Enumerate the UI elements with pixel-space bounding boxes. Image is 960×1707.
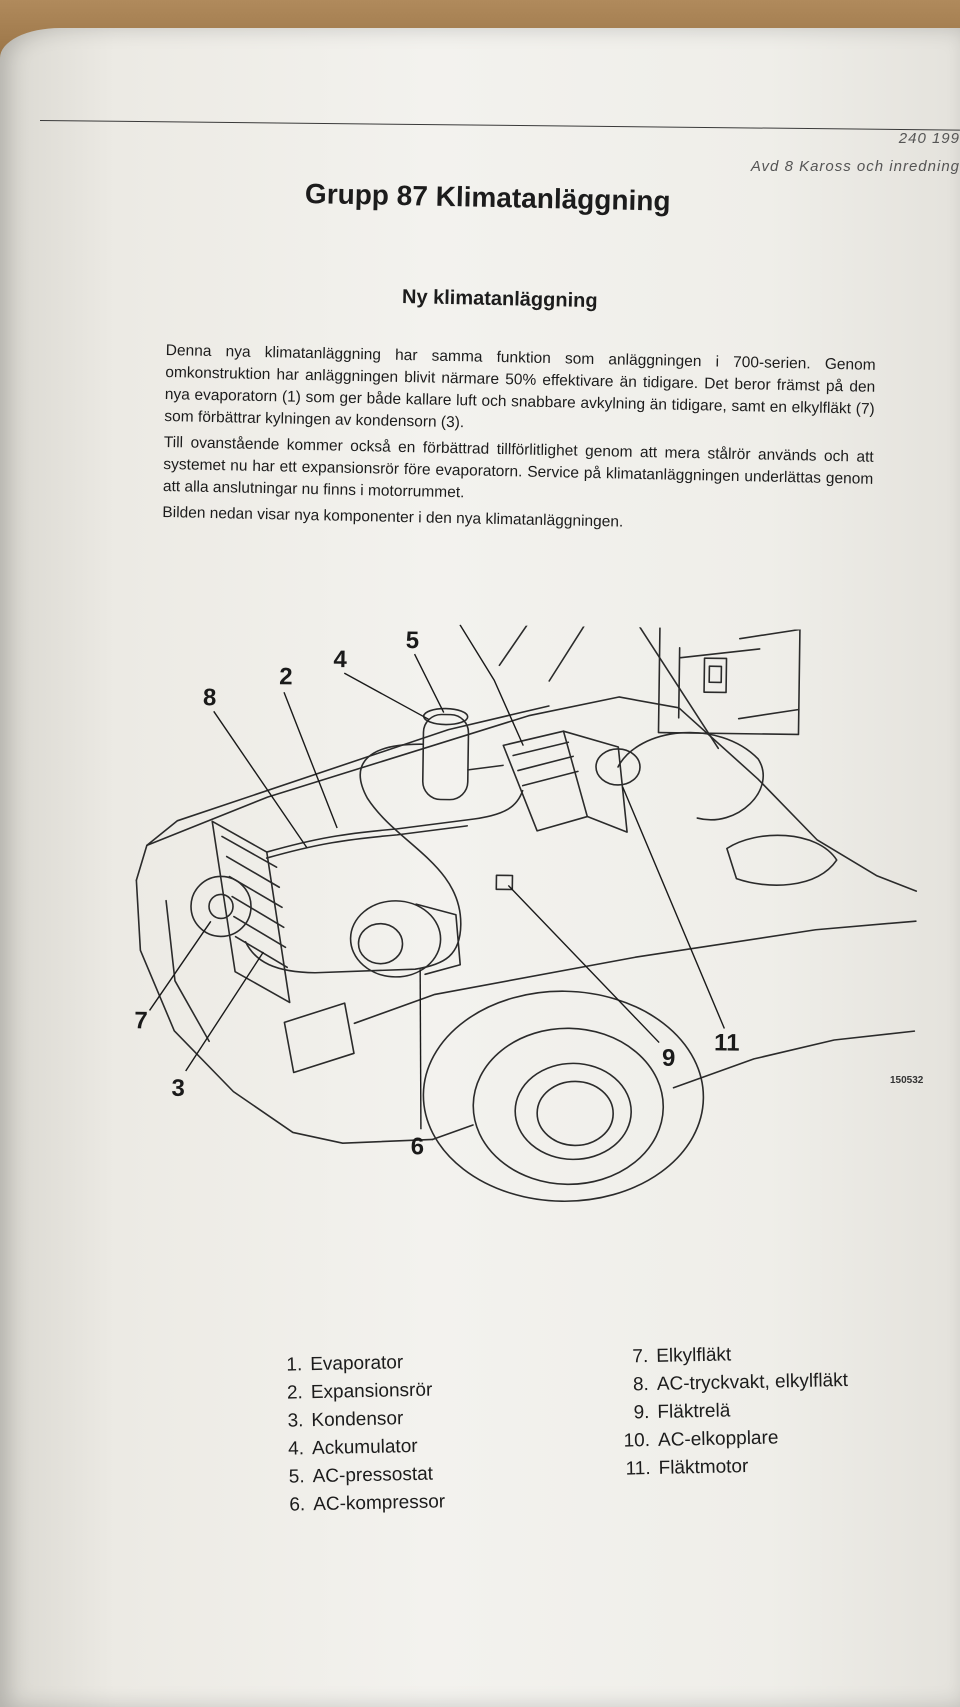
grille-line (165, 899, 210, 1043)
callout-8: 8 (203, 684, 217, 711)
car-body-outline (135, 696, 918, 892)
paragraph-2: Till ovanstående kommer också en förbätt… (162, 433, 874, 502)
refrigerant-pipe-high (265, 789, 524, 853)
windscreen (498, 620, 720, 750)
legend-item: 5.AC-pressostat (288, 1463, 434, 1488)
legend-right-column: 7.Elkylfläkt 8.AC-tryckvakt, elkylfläkt … (604, 1339, 850, 1484)
fender-line (353, 920, 917, 1025)
manual-page (0, 28, 960, 1707)
front-wheel-arch (422, 990, 705, 1203)
figure-id: 150532 (890, 1075, 924, 1086)
callout-6: 6 (410, 1133, 424, 1160)
legend-item: 3.Kondensor (287, 1408, 404, 1432)
front-bumper (135, 879, 434, 1144)
leader-3 (185, 951, 264, 1072)
legend-item: 2.Expansionsrör (286, 1379, 433, 1404)
leader-7 (148, 920, 212, 1011)
legend-left-column: 1.Evaporator 2.Expansionsrör 3.Kondensor… (268, 1348, 445, 1520)
fan-relay (495, 874, 514, 891)
inset-ac-switch-box (657, 620, 802, 736)
body-text: Denna nya klimatanläggning har samma fun… (162, 340, 876, 543)
leader-4 (343, 672, 429, 720)
callout-7: 7 (134, 1007, 148, 1034)
lower-body (431, 1030, 916, 1141)
leader-11 (622, 786, 726, 1029)
ac-compressor (349, 900, 442, 978)
callout-2: 2 (279, 663, 293, 690)
steering-wheel (617, 731, 764, 821)
legend-item: 8.AC-tryckvakt, elkylfläkt (632, 1369, 849, 1396)
front-wheel-hub (514, 1062, 632, 1161)
headlight (283, 1002, 355, 1074)
section-reference: Avd 8 Kaross och inredning (750, 158, 960, 175)
callout-4: 4 (333, 646, 347, 673)
blower-motor (595, 748, 641, 786)
callout-9: 9 (662, 1045, 676, 1072)
leader-8 (213, 710, 308, 849)
front-wheel-tire (472, 1027, 665, 1186)
leader-1 (459, 624, 524, 746)
electric-cooling-fan (190, 875, 252, 938)
accumulator (421, 713, 470, 801)
paragraph-1: Denna nya klimatanläggning har samma fun… (164, 341, 876, 432)
leader-5 (413, 653, 445, 713)
climate-system-diagram: 1 2 3 4 5 6 7 8 9 10 11 (134, 620, 918, 1203)
leader-9 (507, 884, 660, 1044)
legend-item: 11.Fläktmotor (625, 1456, 749, 1480)
hood-line (146, 705, 550, 847)
evaporator-box (502, 730, 589, 832)
callout-5: 5 (406, 627, 420, 654)
section-subtitle: Ny klimatanläggning (401, 286, 598, 313)
legend-item: 4.Ackumulator (287, 1435, 418, 1460)
condenser (211, 820, 291, 1004)
callout-3: 3 (171, 1075, 185, 1102)
callout-11: 11 (714, 1029, 740, 1056)
legend-item: 1.Evaporator (286, 1352, 404, 1376)
refrigerant-pipe-suction (244, 743, 462, 974)
legend-item: 6.AC-kompressor (289, 1491, 446, 1516)
leader-6 (419, 969, 422, 1130)
page-number: 240 199 (898, 130, 960, 147)
leader-2 (283, 692, 338, 829)
